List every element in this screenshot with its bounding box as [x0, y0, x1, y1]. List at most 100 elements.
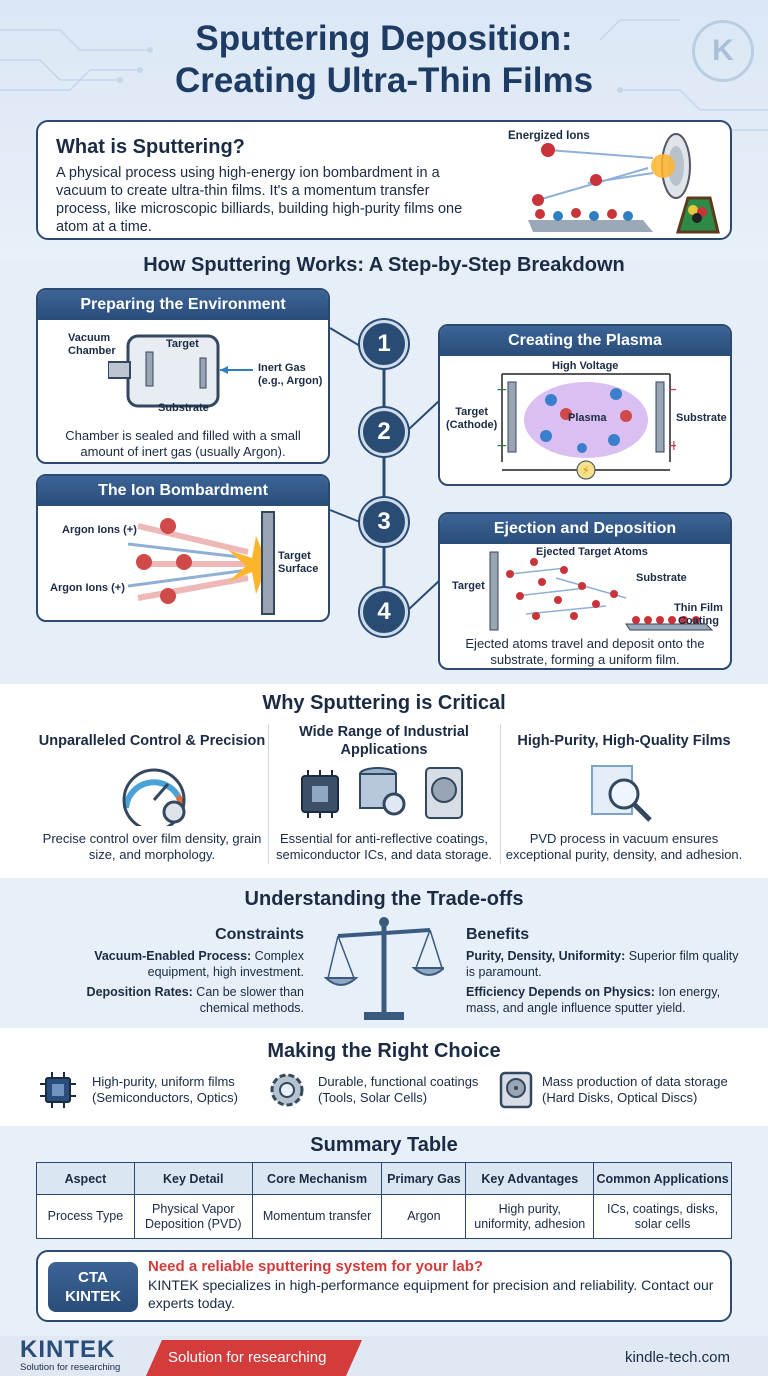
- cta-badge-line1: CTA: [78, 1269, 108, 1286]
- ion-bombardment-diagram: [128, 511, 275, 615]
- constraint-bold: Deposition Rates:: [86, 985, 193, 999]
- step-2-title: Creating the Plasma: [440, 326, 730, 356]
- target-block: [489, 551, 499, 631]
- balance-scale-icon: [324, 917, 444, 1020]
- benefits-heading: Benefits: [466, 926, 530, 943]
- intro-heading: What is Sputtering?: [56, 136, 245, 158]
- choice-line2: (Hard Disks, Optical Discs): [542, 1090, 698, 1105]
- choice-line1: High-purity, uniform films: [92, 1074, 235, 1089]
- choice-item-coatings: Durable, functional coatings (Tools, Sol…: [318, 1074, 478, 1106]
- label-high-voltage: High Voltage: [552, 360, 619, 372]
- label-argon-ions-top: Argon Ions (+): [62, 524, 137, 536]
- chip-icon: [40, 1072, 76, 1108]
- column-header: Key Advantages: [465, 1162, 595, 1195]
- title-line-2: Creating Ultra-Thin Films: [174, 61, 594, 100]
- svg-text:−: −: [496, 438, 508, 454]
- benefit-item: Purity, Density, Uniformity: Superior fi…: [466, 948, 742, 980]
- choice-item-storage: Mass production of data storage (Hard Di…: [542, 1074, 728, 1106]
- kintek-logo[interactable]: KINTEK: [20, 1336, 116, 1363]
- label-target: Target: [452, 580, 485, 592]
- label-ejected-atoms: Ejected Target Atoms: [536, 546, 648, 558]
- benefit-bold: Efficiency Depends on Physics:: [466, 985, 655, 999]
- why-text-purity: PVD process in vacuum ensures exceptiona…: [505, 831, 743, 862]
- label-vacuum: Vacuum: [68, 332, 111, 344]
- impact-burst-icon: [228, 536, 268, 594]
- vacuum-chamber-diagram: [108, 334, 253, 408]
- benefit-text: Superior film quality is paramount.: [466, 949, 739, 979]
- label-cathode-line: (Cathode): [446, 419, 498, 431]
- table-cell: Process Type: [36, 1194, 135, 1239]
- benefit-item: Efficiency Depends on Physics: Ion energ…: [466, 984, 742, 1016]
- choice-line1: Durable, functional coatings: [318, 1074, 479, 1089]
- cta-card[interactable]: CTA KINTEK Need a reliable sputtering sy…: [36, 1250, 732, 1322]
- constraints-heading: Constraints: [215, 926, 304, 943]
- svg-text:−: −: [668, 382, 676, 398]
- how-heading: How Sputtering Works: A Step-by-Step Bre…: [143, 254, 625, 276]
- choice-heading: Making the Right Choice: [267, 1040, 501, 1062]
- step-1-card: Preparing the Environment Vacuum Chamber…: [36, 288, 330, 464]
- step-1-number: 1: [360, 320, 408, 368]
- choice-section: [0, 1028, 768, 1126]
- cta-badge-line2: KINTEK: [65, 1288, 121, 1305]
- cta-heading: Need a reliable sputtering system for yo…: [148, 1258, 484, 1275]
- step-2-card: Creating the Plasma ⚡ − − − + High Volta…: [438, 324, 732, 486]
- table-cell: Argon: [381, 1194, 467, 1239]
- footer: [0, 1336, 768, 1376]
- footer-url-link[interactable]: kindle-tech.com: [624, 1349, 730, 1366]
- step-3-card: The Ion Bombardment Argon Ions (+) Argon…: [36, 474, 330, 622]
- choice-line1: Mass production of data storage: [542, 1074, 728, 1089]
- label-vacuum-chamber: Vacuum Chamber: [68, 332, 116, 358]
- impact-flash-icon: [651, 154, 675, 178]
- step-1-title: Preparing the Environment: [38, 290, 328, 320]
- label-substrate: Substrate: [676, 412, 727, 424]
- why-title-applications: Wide Range of Industrial Applications: [299, 724, 469, 758]
- caption-line1: Chamber is sealed and filled with a smal…: [65, 428, 301, 443]
- label-target-line: Target: [278, 550, 311, 562]
- label-target-surface: Target Surface: [278, 550, 318, 576]
- k-logo-badge: K: [692, 20, 754, 82]
- footer-tagline: Solution for researching: [20, 1362, 121, 1373]
- magnifier-film-icon: [591, 765, 652, 822]
- why-item-purity: High-Purity, High-Quality Films PVD proc…: [504, 722, 744, 863]
- summary-table: Aspect Key Detail Core Mechanism Primary…: [36, 1162, 732, 1239]
- argon-ion-icon: [160, 518, 176, 534]
- label-surface-line: Surface: [278, 563, 319, 575]
- svg-text:⚡: ⚡: [582, 464, 590, 477]
- why-item-control: Unparalleled Control & Precision Precise…: [32, 722, 272, 863]
- label-coating-line: Coating: [677, 615, 719, 627]
- why-item-applications: Wide Range of Industrial Applications Es…: [264, 722, 504, 863]
- tradeoffs-heading: Understanding the Trade-offs: [244, 888, 524, 910]
- target-surface-block: [261, 511, 275, 615]
- column-header: Key Detail: [133, 1162, 253, 1195]
- benefit-text: Ion energy, mass, and angle influence sp…: [466, 985, 721, 1015]
- constraints-column: Constraints Vacuum-Enabled Process: Comp…: [40, 926, 304, 1016]
- chip-disk-icon: [301, 767, 463, 819]
- table-cell: High purity, uniformity, adhesion: [465, 1194, 595, 1239]
- plasma-diagram: ⚡ − − − +: [496, 373, 676, 480]
- column-header: Primary Gas: [381, 1162, 467, 1195]
- table-cell: Physical Vapor Deposition (PVD): [133, 1194, 253, 1239]
- step-4-title: Ejection and Deposition: [440, 514, 730, 544]
- benefits-column: Benefits Purity, Density, Uniformity: Su…: [466, 926, 742, 1016]
- constraint-item: Vacuum-Enabled Process: Complex equipmen…: [40, 948, 304, 980]
- svg-text:−: −: [496, 382, 508, 398]
- label-target-line: Target: [455, 406, 489, 418]
- label-substrate: Substrate: [636, 572, 687, 584]
- why-divider: [268, 724, 269, 864]
- circuit-decoration: [0, 19, 768, 153]
- why-title-control: Unparalleled Control & Precision: [38, 733, 266, 749]
- constraint-item: Deposition Rates: Can be slower than che…: [40, 984, 304, 1016]
- label-substrate: Substrate: [158, 402, 209, 414]
- choice-line2: (Semiconductors, Optics): [92, 1090, 238, 1105]
- label-argon-ions-bottom: Argon Ions (+): [50, 582, 125, 594]
- table-cell: Momentum transfer: [251, 1194, 383, 1239]
- intro-text: A physical process using high-energy ion…: [56, 165, 463, 235]
- hard-disk-icon: [499, 1071, 533, 1109]
- constraint-text: Can be slower than chemical methods.: [192, 985, 304, 1015]
- energized-ions-label: Energized Ions: [508, 130, 590, 142]
- choice-line2: (Tools, Solar Cells): [318, 1090, 428, 1105]
- choice-item-films: High-purity, uniform films (Semiconducto…: [92, 1074, 238, 1106]
- table-row: Process Type Physical Vapor Deposition (…: [36, 1194, 732, 1239]
- constraint-bold: Vacuum-Enabled Process:: [94, 949, 252, 963]
- cta-badge[interactable]: CTA KINTEK: [48, 1262, 138, 1312]
